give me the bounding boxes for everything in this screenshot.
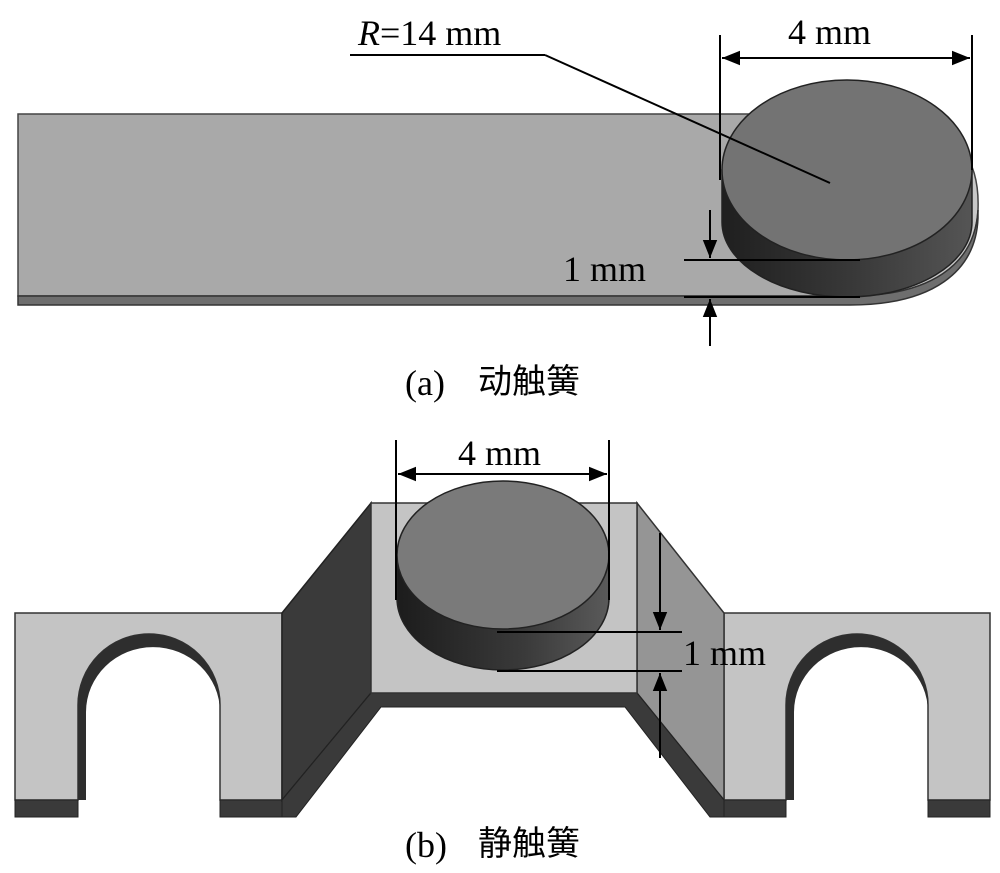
moving-contact-spring: R=14 mm 4 mm 1 mm (a) 动触簧 <box>17 12 979 403</box>
spring-strip-edge <box>17 209 979 306</box>
left-slot-inner <box>78 634 220 800</box>
left-foot-edge-1 <box>14 799 79 818</box>
caption-b-tag: (b) <box>405 825 447 865</box>
radius-leader-diagonal <box>544 54 831 184</box>
thickness-label: 1 mm <box>563 249 646 289</box>
left-foot-edge-2 <box>219 799 283 818</box>
diameter-b-label: 4 mm <box>458 433 541 473</box>
caption-b-text: 静触簧 <box>478 824 580 864</box>
right-foot-edge-2 <box>927 799 991 818</box>
caption-a-text: 动触簧 <box>478 362 580 402</box>
right-slot-inner <box>786 634 928 800</box>
diameter-label: 4 mm <box>788 12 871 52</box>
caption-a-tag: (a) <box>405 363 445 403</box>
radius-label: R=14 mm <box>357 13 501 53</box>
static-contact-spring: 4 mm 1 mm (b) 静触簧 <box>14 433 991 865</box>
contact-cylinder-top <box>721 79 973 261</box>
thickness-b-label: 1 mm <box>683 633 766 673</box>
static-contact-top <box>396 480 610 630</box>
right-foot-edge-1 <box>723 799 787 818</box>
